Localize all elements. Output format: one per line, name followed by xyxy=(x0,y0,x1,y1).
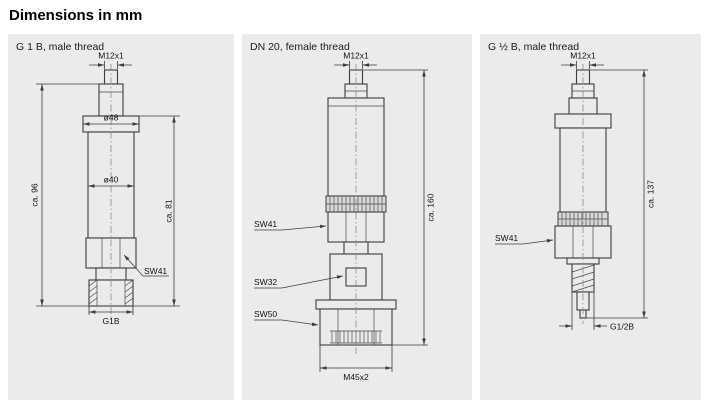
dimension-labels: M12x1 SW41 SW32 SW50 ca. 160 M45x2 xyxy=(254,51,436,383)
dim-g1b-label: G1B xyxy=(102,316,119,326)
dim-m45x2-label: M45x2 xyxy=(343,372,369,382)
dim-m12x1-label: M12x1 xyxy=(343,51,369,61)
dim-sw41-label: SW41 xyxy=(495,233,518,243)
dim-sw32-label: SW32 xyxy=(254,277,277,287)
technical-drawing-g12b: M12x1 SW41 ca. 137 G1/2B xyxy=(495,51,656,332)
dim-dia40-label: ø40 xyxy=(104,175,119,185)
dim-ca137-label: ca. 137 xyxy=(646,180,656,208)
panel-label: DN 20, female thread xyxy=(250,41,350,53)
technical-drawing-g1b: M12x1 ø48 ø40 ca. 96 ca. 81 SW41 G1B xyxy=(30,51,180,327)
dim-sw41-label: SW41 xyxy=(254,219,277,229)
technical-drawing-dn20: M12x1 SW41 SW32 SW50 ca. 160 M45x2 xyxy=(254,51,436,383)
panel-g12b-male-thread: G ½ B, male thread xyxy=(480,34,701,400)
dimension-labels: M12x1 ø48 ø40 ca. 96 ca. 81 SW41 G1B xyxy=(30,51,174,327)
dim-g12b-label: G1/2B xyxy=(610,322,634,332)
dim-ca81-label: ca. 81 xyxy=(164,199,174,222)
dimension-labels: M12x1 SW41 ca. 137 G1/2B xyxy=(495,51,656,332)
panel-label: G ½ B, male thread xyxy=(488,41,580,53)
panel-g1b-male-thread: G 1 B, male thread xyxy=(8,34,234,400)
panel-dn20-female-thread: DN 20, female thread xyxy=(242,34,472,400)
panel-label: G 1 B, male thread xyxy=(16,41,105,53)
dimension-lines xyxy=(254,61,428,372)
dim-m12x1-label: M12x1 xyxy=(570,51,596,61)
dimension-lines xyxy=(495,61,648,330)
dimension-lines xyxy=(36,61,180,315)
dim-ca160-label: ca. 160 xyxy=(426,193,436,221)
dim-ca96-label: ca. 96 xyxy=(30,183,40,206)
page-title: Dimensions in mm xyxy=(9,7,143,24)
dim-sw41-label: SW41 xyxy=(144,266,167,276)
dim-m12x1-label: M12x1 xyxy=(98,51,124,61)
dim-dia48-label: ø48 xyxy=(104,113,119,123)
dim-sw50-label: SW50 xyxy=(254,309,277,319)
